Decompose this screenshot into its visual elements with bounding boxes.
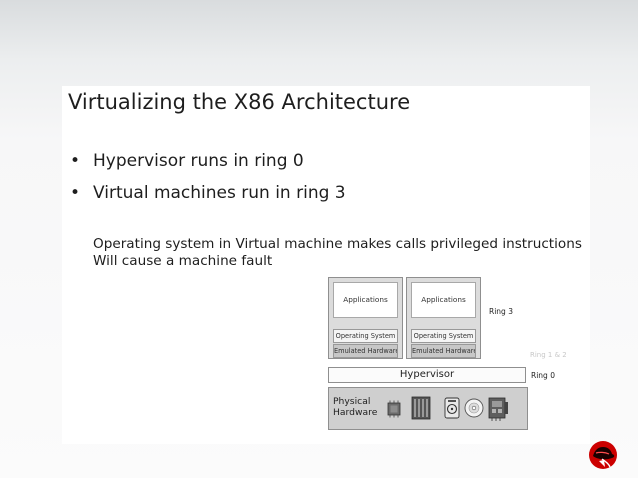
bullet-text: Virtual machines run in ring 3 — [93, 183, 346, 203]
bullet-text: Hypervisor runs in ring 0 — [93, 151, 304, 171]
cpu-chip-icon — [387, 400, 401, 418]
emulated-hardware-box: Emulated Hardware — [333, 344, 398, 358]
physical-hardware-box: Physical Hardware — [328, 387, 528, 430]
hypervisor-box: Hypervisor — [328, 367, 526, 383]
emulated-hardware-box: Emulated Hardware — [411, 344, 476, 358]
redhat-shadowman-icon — [589, 441, 617, 469]
ring-0-label: Ring 0 — [531, 371, 555, 380]
virtualization-diagram: Applications Operating System Emulated H… — [327, 270, 575, 435]
body-line: Operating system in Virtual machine make… — [93, 236, 582, 252]
bullet-dot-icon: • — [70, 183, 81, 203]
memory-icon — [411, 396, 431, 420]
operating-system-box: Operating System — [411, 329, 476, 343]
applications-box: Applications — [333, 282, 398, 318]
bullet-list: • Hypervisor runs in ring 0 • Virtual mach… — [70, 150, 346, 214]
body-line: Will cause a machine fault — [93, 253, 273, 269]
slide: Virtualizing the X86 Architecture • Hyper… — [62, 86, 590, 444]
physical-hardware-label: Physical Hardware — [333, 396, 378, 418]
ring-3-label: Ring 3 — [489, 307, 513, 316]
bullet-dot-icon: • — [70, 151, 81, 171]
applications-box: Applications — [411, 282, 476, 318]
network-card-icon — [488, 397, 508, 421]
virtual-machine-box: Applications Operating System Emulated H… — [406, 277, 481, 359]
ring-1-2-label: Ring 1 & 2 — [530, 351, 567, 359]
slide-title: Virtualizing the X86 Architecture — [68, 90, 411, 114]
operating-system-box: Operating System — [333, 329, 398, 343]
slide-body-text: Operating system in Virtual machine make… — [93, 236, 582, 270]
bullet-item: • Virtual machines run in ring 3 — [70, 182, 346, 214]
hard-disk-icon — [444, 397, 460, 419]
bullet-item: • Hypervisor runs in ring 0 — [70, 150, 346, 182]
virtual-machine-box: Applications Operating System Emulated H… — [328, 277, 403, 359]
optical-disc-icon — [464, 398, 484, 418]
